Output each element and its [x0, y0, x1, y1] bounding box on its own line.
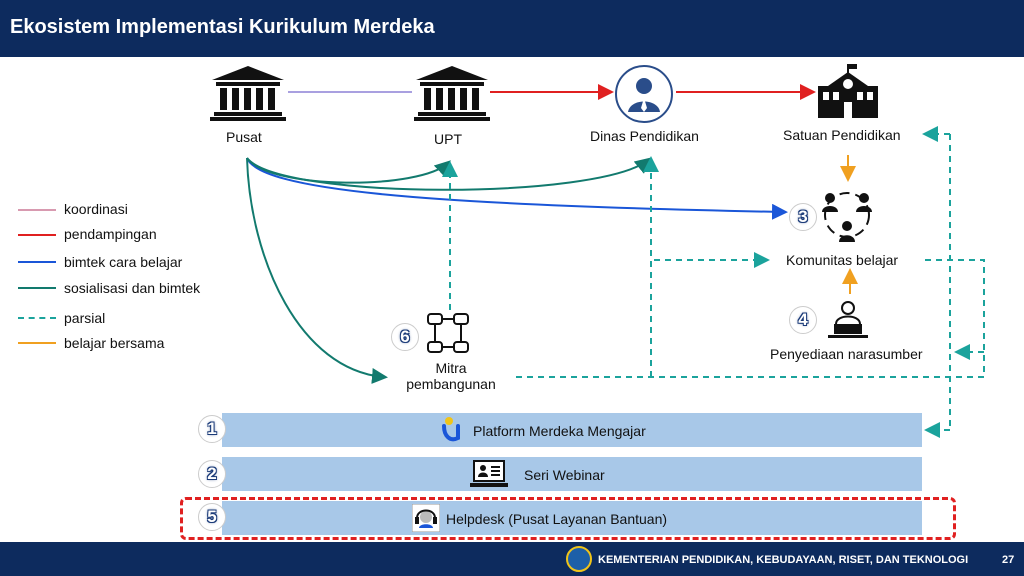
number-badge-2: 2 [198, 460, 226, 488]
pusat-building-icon [210, 66, 286, 121]
number-badge-1: 1 [198, 415, 226, 443]
header-bar: Ekosistem Implementasi Kurikulum Merdeka [0, 0, 1024, 57]
merdeka-mengajar-logo-icon [442, 417, 460, 442]
legend-swatch-koordinasi [18, 209, 56, 211]
legend-swatch-sosialisasi [18, 287, 56, 289]
bar-webinar [222, 457, 922, 491]
node-label-dinas: Dinas Pendidikan [590, 128, 699, 144]
mitra-line1: Mitra [435, 360, 467, 376]
node-label-upt: UPT [434, 131, 462, 147]
node-label-narasumber: Penyediaan narasumber [770, 346, 923, 362]
legend-label-koordinasi: koordinasi [64, 201, 128, 217]
node-label-mitra: Mitra pembangunan [396, 360, 506, 392]
legend-label-parsial: parsial [64, 310, 106, 326]
helpdesk-highlight-frame [180, 497, 956, 540]
line-sos-dinas [246, 157, 652, 191]
legend-label-belajar-bersama: belajar bersama [64, 335, 165, 351]
speaker-icon [828, 301, 868, 338]
bar-label-platform: Platform Merdeka Mengajar [473, 423, 646, 439]
line-bimtek [246, 157, 788, 220]
dinas-official-icon [615, 65, 673, 123]
legend-label-sosialisasi: sosialisasi dan bimtek [64, 280, 201, 296]
bar-label-helpdesk: Helpdesk (Pusat Layanan Bantuan) [446, 511, 668, 527]
page-title: Ekosistem Implementasi Kurikulum Merdeka [10, 16, 435, 38]
line-sos-upt [246, 157, 451, 184]
webinar-laptop-icon [470, 460, 508, 487]
node-label-pusat: Pusat [226, 129, 262, 145]
footer-bar: KEMENTERIAN PENDIDIKAN, KEBUDAYAAN, RISE… [0, 542, 1024, 576]
legend-swatch-belajar-bersama [18, 342, 56, 344]
legend-label-bimtek: bimtek cara belajar [64, 254, 183, 270]
legend-label-pendampingan: pendampingan [64, 226, 157, 242]
legend-swatch-parsial [18, 317, 56, 319]
node-label-satuan: Satuan Pendidikan [783, 127, 901, 143]
footer-ministry: KEMENTERIAN PENDIDIKAN, KEBUDAYAAN, RISE… [598, 554, 969, 566]
node-label-komunitas: Komunitas belajar [786, 252, 899, 268]
line-sos-mitra [246, 157, 388, 384]
number-badge-4: 4 [789, 306, 817, 334]
bar-helpdesk [222, 501, 922, 535]
ministry-logo-icon [566, 546, 592, 572]
legend-swatch-pendampingan [18, 234, 56, 236]
bar-platform [222, 413, 922, 447]
bar-label-webinar: Seri Webinar [524, 467, 605, 483]
upt-building-icon [414, 66, 490, 121]
community-icon [822, 192, 872, 242]
mitra-line2: pembangunan [406, 376, 496, 392]
helpdesk-headset-icon [412, 504, 440, 532]
number-badge-3: 3 [789, 203, 817, 231]
partnership-hands-icon [427, 313, 469, 353]
legend-swatch-bimtek [18, 261, 56, 263]
number-badge-6: 6 [391, 323, 419, 351]
number-badge-5: 5 [198, 503, 226, 531]
page-number: 27 [1002, 554, 1015, 566]
school-building-icon [818, 64, 878, 118]
